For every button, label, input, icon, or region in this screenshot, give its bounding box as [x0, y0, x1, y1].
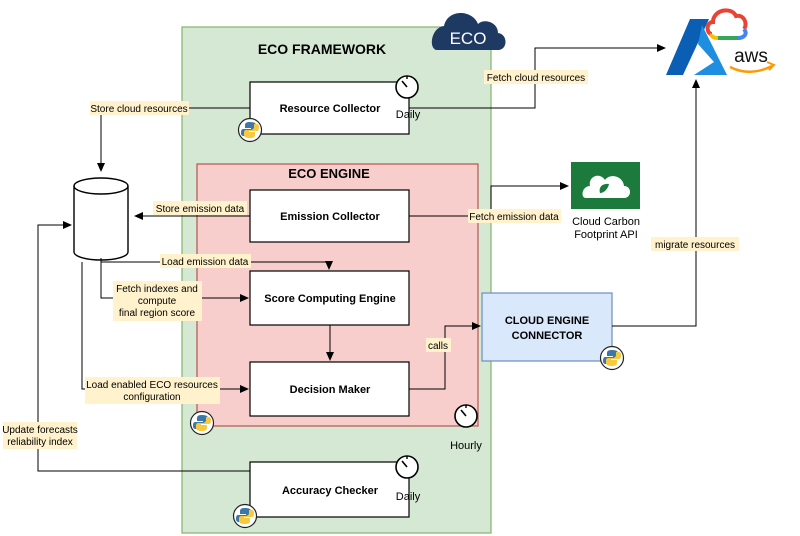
label-load-emission-data: Load emission data [162, 257, 249, 268]
emission-collector-box [249, 189, 410, 243]
label-bg [153, 201, 247, 215]
accuracy-checker-box [249, 461, 410, 518]
resource-collector-box [249, 81, 410, 135]
connector-label-line2: CONNECTOR [512, 330, 583, 342]
schedule-hourly: Hourly [450, 440, 482, 452]
accuracy-checker-label: Accuracy Checker [282, 485, 379, 497]
label-bg [3, 422, 77, 449]
label-calls: calls [428, 341, 448, 352]
label-update-forecasts-line2: reliability index [7, 437, 73, 448]
aws-logo-text: aws [734, 46, 768, 67]
score-engine-label: Score Computing Engine [264, 293, 395, 305]
decision-maker-label: Decision Maker [290, 384, 371, 396]
label-bg [160, 254, 251, 268]
timer-icon [395, 75, 419, 99]
timer-icon [454, 404, 478, 428]
google-cloud-icon [705, 8, 748, 40]
schedule-daily-top: Daily [396, 109, 421, 121]
engine-title: ECO ENGINE [288, 166, 370, 181]
edge-calls [409, 322, 481, 390]
cloud-engine-connector-box [481, 292, 613, 362]
edge-fetch-emission-data [409, 182, 569, 217]
label-bg [484, 70, 588, 84]
edge-update-forecasts [37, 221, 250, 472]
label-fetch-cloud-resources: Fetch cloud resources [487, 73, 585, 84]
aws-smile-tip [766, 61, 776, 71]
cloud-leaf-icon [571, 162, 640, 209]
eco-logo-text: ECO [450, 29, 487, 48]
label-bg [85, 377, 220, 404]
emission-collector-label: Emission Collector [280, 211, 380, 223]
label-bg [426, 338, 451, 352]
python-icon [189, 410, 215, 436]
python-icon [599, 345, 625, 371]
python-icon [237, 117, 263, 143]
aws-smile [729, 64, 773, 73]
label-bg [113, 281, 202, 321]
label-fetch-indexes-line1: Fetch indexes and [116, 284, 198, 295]
label-fetch-emission-data: Fetch emission data [469, 212, 559, 223]
label-load-enabled-line2: configuration [123, 392, 180, 403]
framework-title: ECO FRAMEWORK [258, 41, 386, 57]
label-store-cloud-resources: Store cloud resources [90, 104, 187, 115]
database-icon [73, 177, 129, 261]
resource-collector-label: Resource Collector [280, 103, 382, 115]
timer-icon [395, 455, 419, 479]
label-bg [468, 209, 561, 223]
label-store-emission-data: Store emission data [156, 204, 245, 215]
label-update-forecasts-line1: Update forecasts [2, 425, 78, 436]
decision-maker-box [249, 361, 410, 417]
label-bg [651, 237, 739, 251]
label-load-enabled-line1: Load enabled ECO resources [86, 380, 218, 391]
ccf-label-line1: Cloud Carbon [572, 216, 640, 228]
ccf-label-line2: Footprint API [574, 229, 638, 241]
edge-migrate-resources [612, 79, 700, 327]
azure-icon [666, 19, 727, 75]
label-migrate-resources: migrate resources [655, 240, 735, 251]
python-icon [232, 503, 258, 529]
eco-cloud-icon: ECO [431, 13, 506, 50]
label-fetch-indexes-line3: final region score [119, 308, 196, 319]
schedule-daily-bottom: Daily [396, 491, 421, 503]
connector-label-line1: CLOUD ENGINE [505, 315, 589, 327]
label-fetch-indexes-line2: compute [138, 296, 177, 307]
label-bg [90, 101, 189, 115]
